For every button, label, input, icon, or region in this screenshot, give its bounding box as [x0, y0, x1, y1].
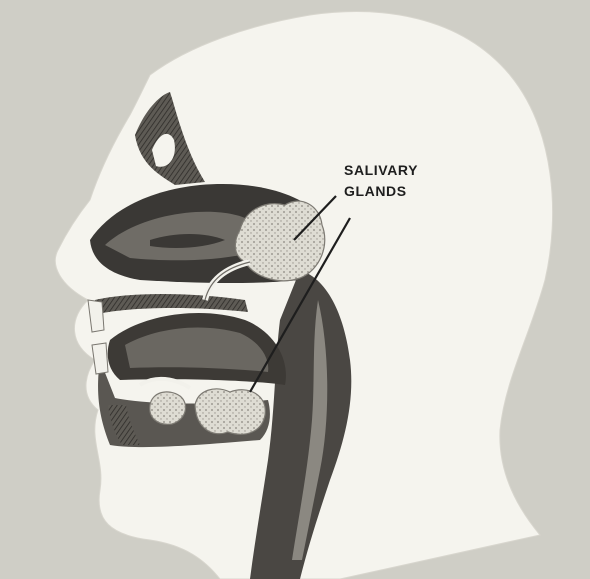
- label-line-2: GLANDS: [344, 181, 418, 202]
- sublingual-gland: [150, 392, 186, 424]
- salivary-glands-label: SALIVARY GLANDS: [344, 160, 418, 202]
- label-line-1: SALIVARY: [344, 160, 418, 181]
- submandibular-gland: [195, 389, 265, 434]
